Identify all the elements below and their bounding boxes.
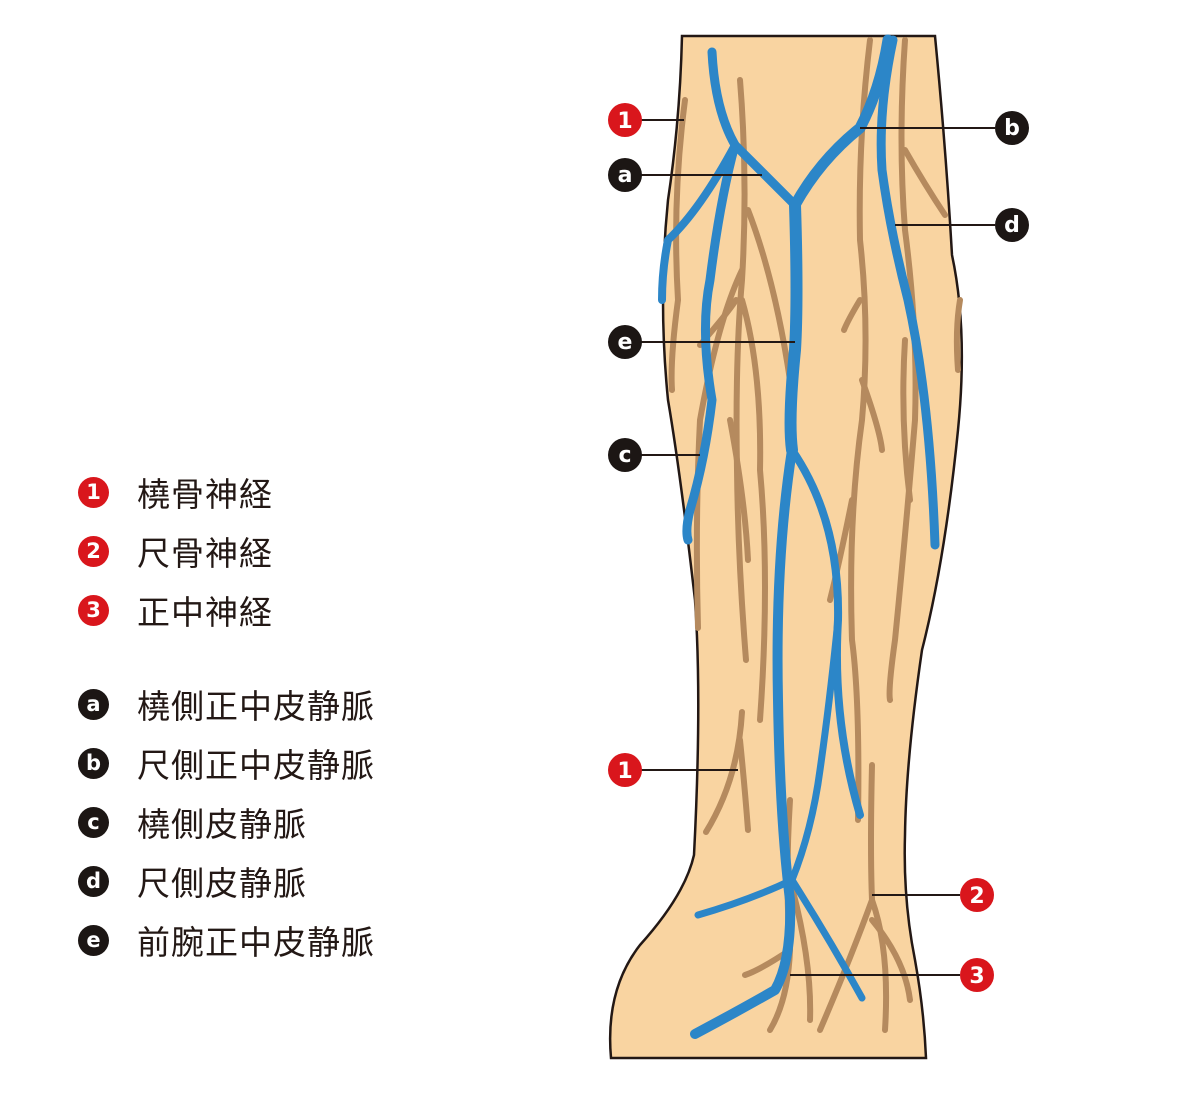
nerve-branch xyxy=(739,297,768,723)
nerve-branch xyxy=(841,297,863,333)
legend-label: 前腕正中皮静脈 xyxy=(137,923,375,962)
nerve-branch xyxy=(869,897,890,1033)
legend-item-radial-nerve: 1 橈骨神経 xyxy=(78,470,273,514)
callout-1-lower-label: 1 xyxy=(617,759,632,784)
callout-1-upper-label: 1 xyxy=(617,109,632,134)
leader-lines xyxy=(640,119,995,976)
callout-b-label: b xyxy=(1004,116,1020,141)
vein-branch xyxy=(690,445,797,1039)
nerve-branch xyxy=(902,147,948,218)
callout-3-label: 3 xyxy=(969,964,984,989)
median-basilic-vein xyxy=(789,34,894,211)
legend-marker: 3 xyxy=(78,594,109,626)
legend-label: 橈骨神経 xyxy=(137,475,273,514)
median-antebrachial-vein xyxy=(784,199,803,456)
legend-marker: d xyxy=(78,865,109,897)
legend-label: 尺側正中皮静脈 xyxy=(137,746,375,785)
median-cephalic-vein xyxy=(730,140,800,210)
callout-2-label: 2 xyxy=(969,884,984,909)
basilic-vein xyxy=(876,35,940,550)
callout-d: d xyxy=(995,208,1029,242)
legend-item-median-nerve: 3 正中神経 xyxy=(78,588,273,632)
legend-item-median-cephalic-vein: a 橈側正中皮静脈 xyxy=(78,682,375,726)
legend-marker: 2 xyxy=(78,535,109,567)
legend-marker: e xyxy=(78,924,109,956)
nerve-branch xyxy=(869,917,913,1003)
radial-nerve-lower-branch xyxy=(703,709,745,835)
legend-label: 尺側皮静脈 xyxy=(137,864,307,903)
nerve-branch xyxy=(745,207,793,383)
nerve-branch xyxy=(953,297,963,373)
legend-item-median-basilic-vein: b 尺側正中皮静脈 xyxy=(78,741,375,785)
legend-marker: b xyxy=(78,747,109,779)
nerve-branch xyxy=(900,337,913,503)
legend-marker: c xyxy=(78,806,109,838)
nerve-branch xyxy=(848,37,873,823)
callout-c: c xyxy=(608,438,642,472)
nerve-branch xyxy=(727,417,751,563)
callout-a: a xyxy=(608,158,642,192)
legend-item-basilic-vein: d 尺側皮静脈 xyxy=(78,859,307,903)
callout-1-upper: 1 xyxy=(608,103,642,137)
cephalic-vein-outer xyxy=(658,141,739,304)
nerve-branch xyxy=(859,377,885,453)
legend-label: 尺骨神経 xyxy=(137,534,273,573)
nerve-branch xyxy=(827,497,855,603)
legend-label: 橈側皮静脈 xyxy=(137,805,307,844)
callout-3: 3 xyxy=(960,958,994,992)
legend-marker: 1 xyxy=(78,476,109,508)
vein-branches xyxy=(658,34,940,1039)
callout-a-label: a xyxy=(618,163,633,188)
nerve-branch xyxy=(886,37,919,703)
nerve-branch xyxy=(737,737,751,833)
callout-d-label: d xyxy=(1004,213,1020,238)
callout-1-lower: 1 xyxy=(608,753,642,787)
legend-item-ulnar-nerve: 2 尺骨神経 xyxy=(78,529,273,573)
legend-label: 橈側正中皮静脈 xyxy=(137,687,375,726)
callout-c-label: c xyxy=(618,443,631,468)
radial-nerve-upper-branch xyxy=(668,97,688,393)
legend-label: 正中神経 xyxy=(137,593,273,632)
vein-branch xyxy=(694,616,842,919)
legend-item-cephalic-vein: c 橈側皮静脈 xyxy=(78,800,307,844)
callout-b: b xyxy=(995,111,1029,145)
vein-branch xyxy=(788,876,866,1002)
callout-e-label: e xyxy=(618,330,633,355)
nerve-branches xyxy=(668,37,963,1033)
legend-marker: a xyxy=(78,688,109,720)
legend-item-median-antebrachial-vein: e 前腕正中皮静脈 xyxy=(78,918,375,962)
callout-2: 2 xyxy=(960,878,994,912)
callout-e: e xyxy=(608,325,642,359)
